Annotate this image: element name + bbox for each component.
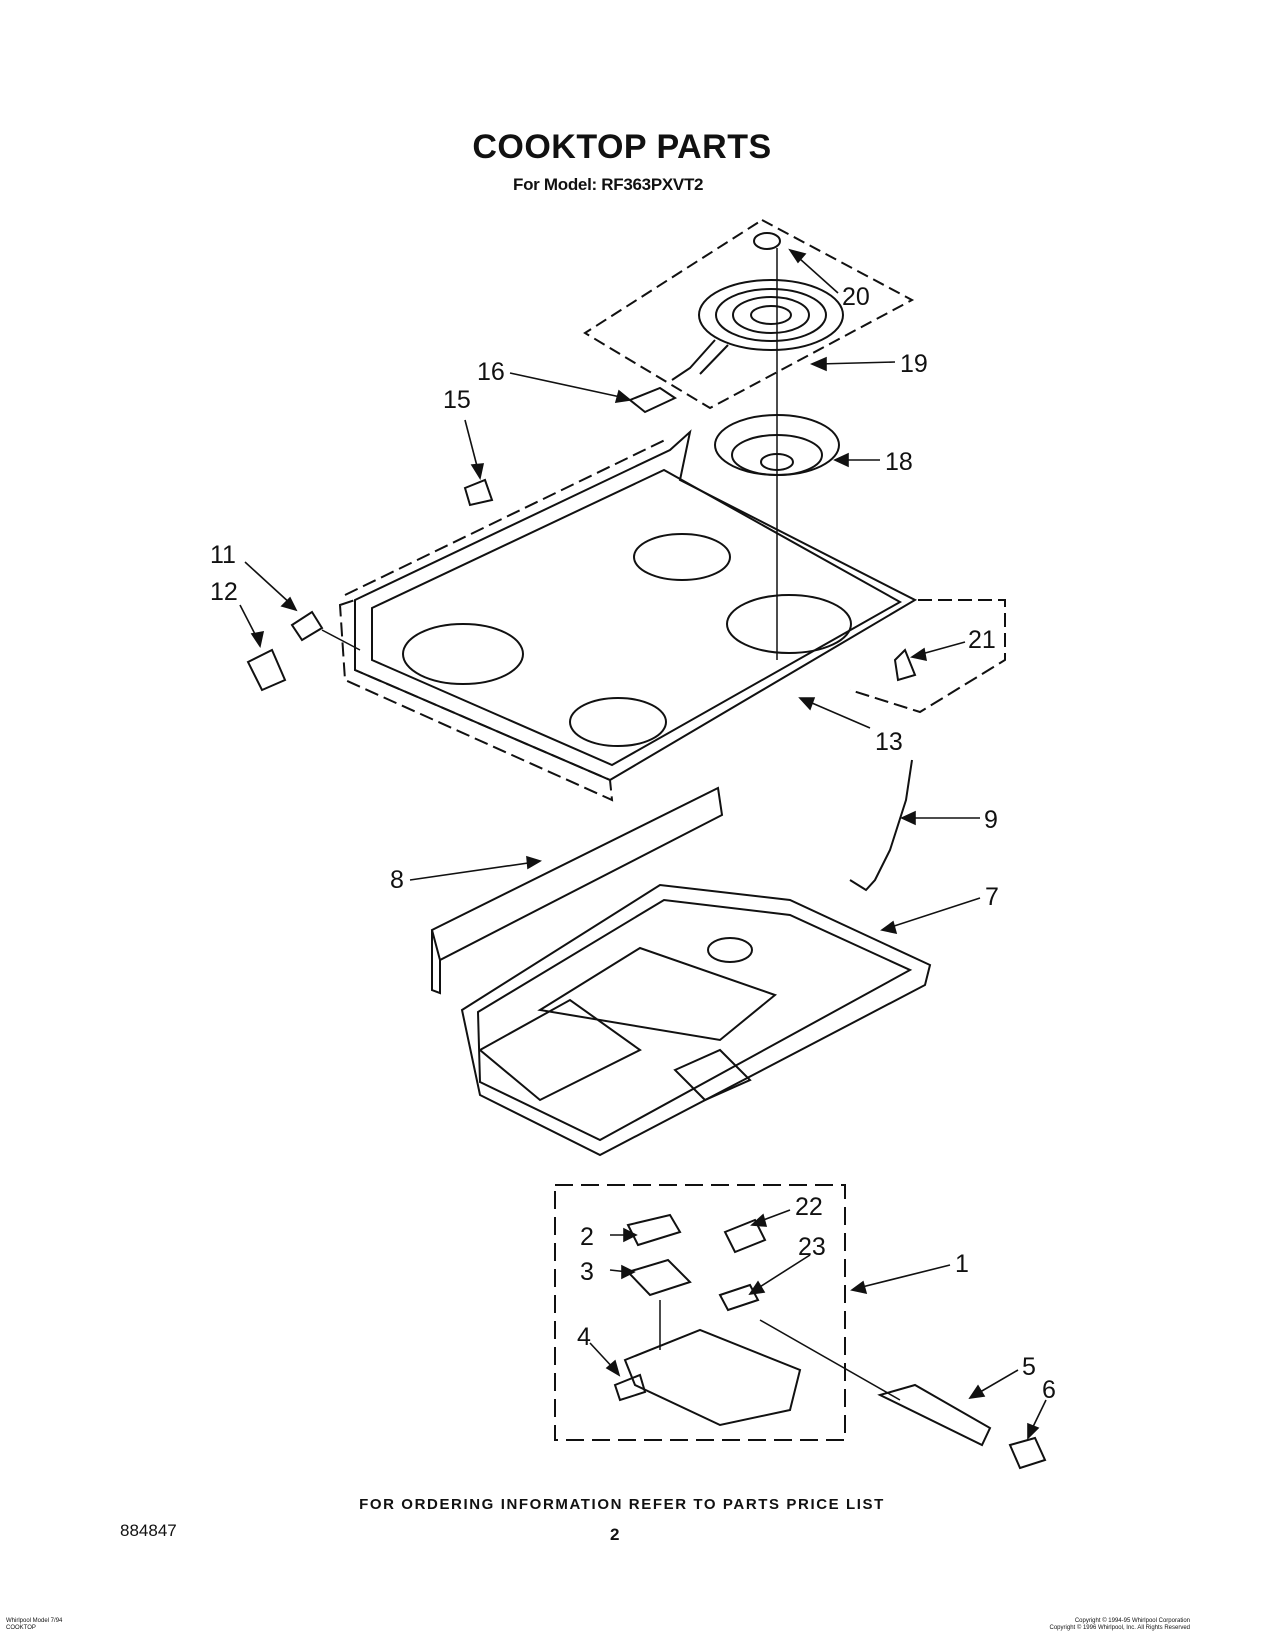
part-switch-bracket xyxy=(623,1328,802,1427)
part-7-drip-tray xyxy=(460,883,932,1157)
part-21-box xyxy=(849,599,1006,714)
callout-15: 15 xyxy=(443,386,471,414)
bottom-left-note: Whirlpool Model 7/94 COOKTOP xyxy=(6,1618,62,1632)
callout-13: 13 xyxy=(875,728,903,756)
copyright-line2: Copyright © 1996 Whirlpool, Inc. All Rig… xyxy=(1049,1625,1190,1631)
part-19-surface-element xyxy=(671,279,844,381)
callout-11: 11 xyxy=(210,541,236,569)
callout-18: 18 xyxy=(885,448,913,476)
model-subtitle: For Model: RF363PXVT2 xyxy=(513,175,704,194)
part-20-cap xyxy=(753,232,781,250)
callout-23: 23 xyxy=(798,1233,826,1261)
part-6-connector xyxy=(1008,1436,1047,1470)
page-number: 2 xyxy=(610,1525,620,1544)
part-11-knob xyxy=(290,610,324,642)
callout-22: 22 xyxy=(795,1193,823,1221)
bottom-left-line1: Whirlpool Model 7/94 xyxy=(6,1618,63,1624)
part-13-cooktop xyxy=(338,429,918,802)
copyright-note: Copyright © 1994-95 Whirlpool Corporatio… xyxy=(990,1618,1190,1632)
part-8-trim-strip xyxy=(430,786,724,962)
callout-20: 20 xyxy=(842,283,870,311)
part-2-switch xyxy=(626,1213,682,1247)
callout-12: 12 xyxy=(210,578,238,606)
callout-2: 2 xyxy=(580,1223,594,1251)
part-16-terminal-block xyxy=(628,386,678,414)
part-15-clip xyxy=(463,478,494,507)
callout-5: 5 xyxy=(1022,1353,1036,1381)
callout-8: 8 xyxy=(390,866,404,894)
callout-9: 9 xyxy=(984,806,998,834)
callout-16: 16 xyxy=(477,358,505,386)
surface-unit-group-box xyxy=(583,218,915,410)
callout-4: 4 xyxy=(577,1323,591,1351)
part-21-bracket xyxy=(893,648,917,682)
part-9-wire xyxy=(849,759,913,892)
document-number: 884847 xyxy=(120,1521,177,1540)
callout-19: 19 xyxy=(900,350,928,378)
part-22-switch xyxy=(723,1218,767,1254)
part-12-bracket xyxy=(246,648,287,692)
callout-3: 3 xyxy=(580,1258,594,1286)
bottom-left-line2: COOKTOP xyxy=(6,1625,36,1631)
part-3-insulator xyxy=(626,1258,692,1297)
callout-1: 1 xyxy=(955,1250,969,1278)
callout-6: 6 xyxy=(1042,1376,1056,1404)
part-23-plate xyxy=(718,1283,760,1312)
page-title: COOKTOP PARTS xyxy=(472,128,772,166)
callout-7: 7 xyxy=(985,883,999,911)
part-1-group-box xyxy=(554,1184,846,1441)
copyright-line1: Copyright © 1994-95 Whirlpool Corporatio… xyxy=(1074,1618,1190,1624)
callout-21: 21 xyxy=(968,626,996,654)
ordering-information-note: FOR ORDERING INFORMATION REFER TO PARTS … xyxy=(359,1496,885,1513)
part-5-wire-harness xyxy=(877,1383,992,1447)
